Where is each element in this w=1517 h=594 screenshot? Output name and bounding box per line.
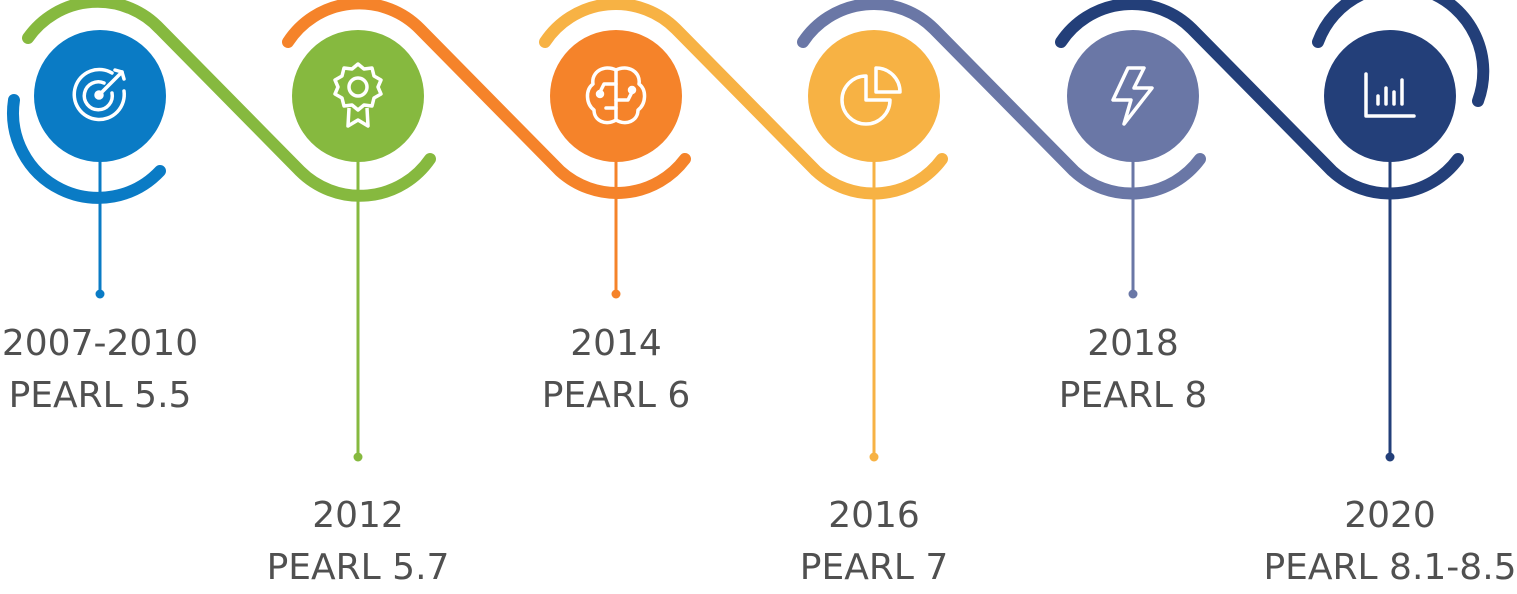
target-icon bbox=[72, 67, 126, 122]
bar-chart-icon bbox=[1364, 72, 1416, 118]
milestone-version-2: PEARL 5.7 bbox=[266, 547, 450, 588]
arc-loop-7 bbox=[1312, 0, 1490, 107]
milestone-label-1: 2007-2010 PEARL 5.5 bbox=[0, 318, 250, 422]
milestone-4 bbox=[808, 30, 940, 462]
milestone-version-6: PEARL 8.1-8.5 bbox=[1263, 547, 1517, 588]
milestone-2 bbox=[292, 30, 424, 462]
milestone-year-6: 2020 bbox=[1344, 495, 1436, 536]
milestone-label-2: 2012 PEARL 5.7 bbox=[208, 490, 508, 594]
stem-dot-4 bbox=[869, 452, 879, 462]
node-circle-5 bbox=[1067, 30, 1199, 162]
milestone-version-1: PEARL 5.5 bbox=[8, 375, 192, 416]
arc-loop-2 bbox=[22, 0, 436, 202]
milestone-version-3: PEARL 6 bbox=[541, 375, 691, 416]
lightning-icon bbox=[1111, 66, 1154, 126]
pie-chart-icon bbox=[840, 66, 902, 126]
stem-dot-2 bbox=[353, 452, 363, 462]
arc-loop-4 bbox=[539, 0, 948, 200]
brain-circuit-icon bbox=[585, 66, 647, 125]
stem-dot-5 bbox=[1128, 289, 1138, 299]
milestone-year-3: 2014 bbox=[570, 323, 662, 364]
milestone-year-2: 2012 bbox=[312, 495, 404, 536]
stem-dot-6 bbox=[1385, 452, 1395, 462]
node-circle-4 bbox=[808, 30, 940, 162]
arc-loop-5 bbox=[797, 0, 1206, 200]
arc-loop-6 bbox=[1055, 0, 1464, 200]
stem-dot-1 bbox=[95, 289, 105, 299]
milestone-label-6: 2020 PEARL 8.1-8.5 bbox=[1240, 490, 1517, 594]
arc-loop-3 bbox=[282, 0, 691, 199]
milestone-label-4: 2016 PEARL 7 bbox=[724, 490, 1024, 594]
arc-loop-1 bbox=[7, 94, 166, 204]
stem-dot-3 bbox=[611, 289, 621, 299]
milestone-version-4: PEARL 7 bbox=[799, 547, 949, 588]
milestone-year-1: 2007-2010 bbox=[1, 323, 199, 364]
milestone-6 bbox=[1324, 30, 1456, 462]
milestone-version-5: PEARL 8 bbox=[1058, 375, 1208, 416]
milestone-label-3: 2014 PEARL 6 bbox=[466, 318, 766, 422]
node-circle-6 bbox=[1324, 30, 1456, 162]
milestone-1 bbox=[34, 30, 166, 299]
milestone-5 bbox=[1067, 30, 1199, 299]
milestone-year-5: 2018 bbox=[1087, 323, 1179, 364]
award-badge-icon bbox=[333, 62, 383, 128]
milestone-label-5: 2018 PEARL 8 bbox=[983, 318, 1283, 422]
milestone-year-4: 2016 bbox=[828, 495, 920, 536]
milestone-3 bbox=[550, 30, 682, 299]
